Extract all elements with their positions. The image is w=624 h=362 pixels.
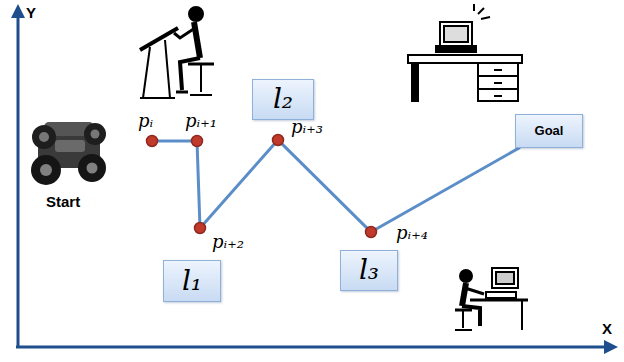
computer-user-icon [521,300,523,330]
desk-icon [440,22,472,46]
segment-label-box: l₃ [340,250,398,291]
drafting-person-icon [200,64,202,92]
robot-icon [55,140,85,152]
axis-arrowhead [604,340,618,354]
waypoint-dot [146,135,158,147]
desk-icon [408,4,522,101]
waypoint-dot [272,134,284,146]
robot-icon [31,122,106,185]
axis [11,4,618,354]
computer-user-icon [496,272,514,284]
robot-icon [84,123,106,145]
drafting-person-icon [143,47,150,98]
computer-user-icon [462,310,464,328]
desk-icon [494,69,502,71]
segment-label: l₂ [273,84,293,115]
desk-icon [478,88,518,90]
segment-label: l₃ [359,255,379,286]
segment-label: l₁ [182,266,202,297]
point-label: pᵢ₊₁ [185,109,217,133]
robot-icon [78,154,106,182]
waypoint-dot [365,226,377,238]
drafting-person-icon [190,94,212,96]
x-axis [16,346,606,349]
waypoint-dot [191,135,203,147]
desk-icon [478,63,518,101]
desk-icon [408,55,522,63]
robot-icon [40,164,52,176]
drafting-person-icon [165,40,170,98]
waypoint: pᵢ₊₃ [272,134,284,146]
desk-icon [412,63,418,101]
path-segment [197,145,200,223]
start-label: Start [46,193,80,211]
robot-icon [31,155,61,185]
drafting-person-icon [140,28,178,50]
waypoint: pᵢ₊₂ [194,222,206,234]
robot-icon [39,132,49,142]
path-segment [375,148,519,230]
axis-label: X [602,320,612,338]
computer-user-icon [460,270,472,282]
computer-user-icon [492,268,518,288]
desk-icon [436,46,476,52]
point-label: pᵢ₊₃ [291,115,323,139]
desk-icon [478,8,484,14]
drafting-person-icon [189,7,203,21]
desk-icon [473,4,475,11]
drafting-person-icon [176,91,188,94]
robot-icon [87,163,98,174]
point-label: pᵢ₊₂ [212,230,244,254]
robot-icon [91,130,100,139]
waypoint: pᵢ [146,135,158,147]
path-segment [281,143,368,229]
goal-text: Goal [535,124,564,138]
waypoint: pᵢ₊₁ [191,135,203,147]
desk-icon [444,26,468,42]
y-axis [17,16,20,348]
desk-icon [494,82,502,84]
computer-user-icon [486,292,516,298]
drafting-person-icon [194,22,200,58]
waypoint-dot [366,227,377,238]
waypoint-dot [147,136,158,147]
path-segment [203,143,275,224]
desk-icon [481,17,490,19]
point-label: pᵢ [138,109,153,133]
drafting-person-icon [140,97,175,99]
desk-icon [478,75,518,77]
axis-label: Y [26,4,36,22]
desk-icon [494,95,502,97]
drafting-person-icon [140,7,214,98]
computer-user-icon [455,329,472,331]
path-segment [157,140,193,143]
robot-icon [32,125,56,149]
segment-label-box: l₂ [252,79,314,120]
axis-arrowhead [11,4,25,18]
drafting-person-icon [174,28,195,38]
segment-label-box: l₁ [163,260,221,302]
point-label: pᵢ₊₄ [396,221,428,245]
waypoint-dot [195,223,206,234]
waypoint-dot [273,135,284,146]
computer-user-icon [465,288,484,294]
waypoint: pᵢ₊₄ [365,226,377,238]
computer-user-icon [455,268,528,330]
computer-user-icon [462,283,466,306]
waypoint-dot [194,222,206,234]
waypoint-dot [192,136,203,147]
goal-box: Goal [515,114,583,148]
